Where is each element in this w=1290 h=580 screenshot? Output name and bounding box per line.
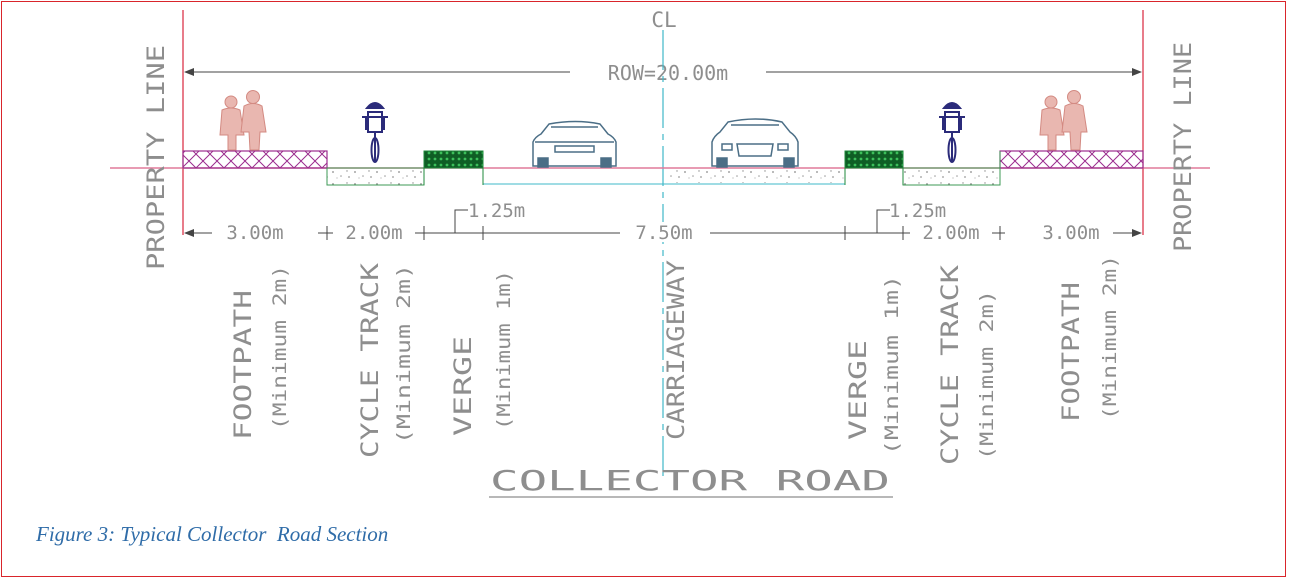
carriageway-name: CARRIAGEWAY (662, 259, 690, 440)
footpath-left-block (182, 150, 328, 169)
verge-left-min: (Minimum 1m) (493, 270, 515, 430)
cycle-track-left-block (326, 167, 425, 186)
diagram-title: COLLECTOR ROAD (490, 464, 890, 497)
dim-right-cycle-track: 2.00m (922, 222, 979, 244)
pedestrians-left-icon (219, 90, 267, 151)
verge-right-min: (Minimum 1m) (881, 275, 903, 455)
property-line-left-label: PROPERTY LINE (142, 45, 170, 270)
verge-right-block (844, 150, 904, 169)
centerline-label: CL (651, 8, 676, 32)
cycle-track-right-block (902, 167, 1001, 186)
footpath-right-block (999, 150, 1144, 169)
row-label: ROW=20.00m (608, 61, 728, 85)
footpath-right-name: FOOTPATH (1057, 282, 1085, 422)
dim-left-verge: 1.25m (468, 200, 525, 222)
pedestrians-right-icon (1039, 90, 1088, 151)
cycle-track-right-name: CYCLE TRACK (936, 264, 964, 465)
property-line-right-label: PROPERTY LINE (1169, 42, 1197, 252)
cycle-track-right-min: (Minimum 2m) (976, 290, 998, 460)
cyclist-left-icon (362, 102, 388, 163)
footpath-left-min: (Minimum 2m) (269, 265, 291, 430)
dim-left-footpath: 3.00m (226, 222, 283, 244)
footpath-right-min: (Minimum 2m) (1099, 255, 1121, 420)
verge-left-name: VERGE (449, 336, 477, 436)
verge-left-block (423, 150, 484, 169)
cycle-track-left-name: CYCLE TRACK (356, 262, 384, 458)
verge-right-name: VERGE (844, 340, 872, 440)
carriageway-surface (668, 169, 845, 183)
dim-carriageway: 7.50m (635, 222, 692, 244)
footpath-left-name: FOOTPATH (229, 290, 257, 440)
dim-left-cycle-track: 2.00m (345, 222, 402, 244)
figure-caption: Figure 3: Typical Collector Road Section (36, 522, 389, 546)
cyclist-right-icon (939, 102, 965, 163)
car-left-icon (532, 120, 617, 168)
car-right-icon (711, 118, 799, 168)
dim-right-verge: 1.25m (889, 200, 946, 222)
dim-right-footpath: 3.00m (1042, 222, 1099, 244)
cycle-track-left-min: (Minimum 2m) (393, 264, 415, 444)
